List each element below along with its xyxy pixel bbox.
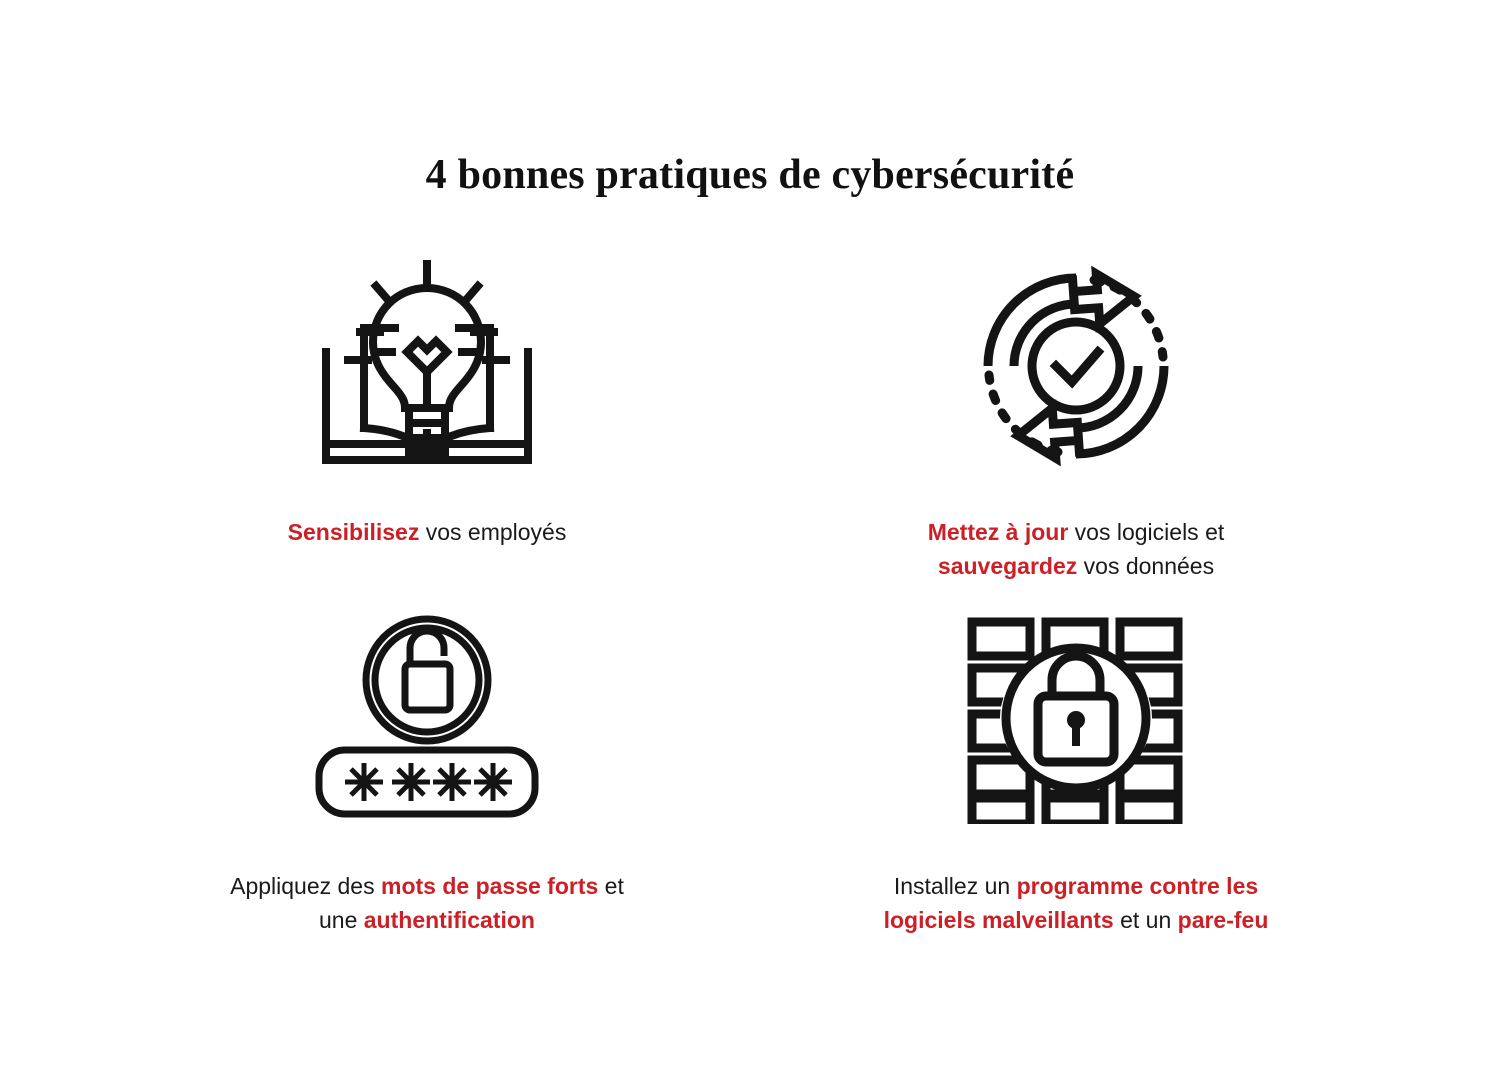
caption-highlight-2: sauvegardez <box>937 553 1078 580</box>
practice-caption-awareness: Sensibilisez vos employés <box>288 515 567 549</box>
page-title: 4 bonnes pratiques de cybersécurité <box>425 152 1075 198</box>
caption-plain-2: et une <box>319 873 624 934</box>
brick <box>967 617 1034 660</box>
practice-card-updates: Mettez à jour vos logiciels et sauvegard… <box>750 258 1400 610</box>
ray-right <box>460 279 484 306</box>
sync-check-icon <box>961 258 1191 473</box>
caption-highlight-2: pare-feu <box>1177 907 1269 934</box>
asterisk-1 <box>345 762 383 801</box>
caption-plain: vos employés <box>419 519 567 545</box>
check-mark <box>1049 345 1105 389</box>
caption-highlight: Sensibilisez <box>287 519 420 545</box>
firewall-lock-icon <box>961 610 1191 825</box>
password-unlock-icon <box>312 610 542 825</box>
practice-caption-firewall: Installez un programme contre les logici… <box>861 869 1291 937</box>
brick <box>1041 793 1108 824</box>
arrow-head-top <box>1067 265 1142 333</box>
caption-highlight-2: authentification <box>363 907 535 934</box>
brick <box>967 709 1034 752</box>
heart-filament <box>401 334 453 378</box>
asterisk-2 <box>392 762 430 801</box>
outer-arc-top-left <box>983 273 1077 366</box>
check-circle <box>1027 317 1125 414</box>
caption-highlight-1: Mettez à jour <box>927 519 1069 545</box>
padlock-shackle-open <box>406 627 448 664</box>
book-inner-left <box>360 323 399 432</box>
inner-circle <box>371 624 483 735</box>
padlock-body <box>1033 691 1118 766</box>
asterisk-3 <box>433 762 471 801</box>
brick <box>1115 793 1182 824</box>
practice-caption-updates: Mettez à jour vos logiciels et sauvegard… <box>861 515 1291 583</box>
inner-arc-bottom <box>1075 365 1143 432</box>
password-field <box>315 746 539 817</box>
caption-highlight-1: mots de passe forts <box>381 873 599 899</box>
keyhole-circle <box>1066 710 1085 729</box>
caption-highlight-1: programme contre les logiciels malveilla… <box>883 873 1259 934</box>
brick <box>967 793 1034 824</box>
practice-grid: Sensibilisez vos employés <box>100 258 1400 958</box>
book-inner-right <box>455 323 494 432</box>
brick <box>1115 617 1182 660</box>
practice-card-firewall: Installez un programme contre les logici… <box>750 610 1400 958</box>
outer-circle <box>362 615 492 744</box>
padlock-body <box>401 660 454 713</box>
caption-plain-2: et un <box>1113 907 1178 934</box>
inner-arc-top <box>1009 299 1077 366</box>
book-base-bar <box>322 439 532 464</box>
practice-caption-passwords: Appliquez des mots de passe forts et une… <box>212 869 642 937</box>
caption-plain-1: Appliquez des <box>230 873 381 899</box>
caption-plain-1: vos logiciels et <box>1068 519 1225 545</box>
outer-arc-bottom-right <box>1075 365 1169 458</box>
caption-plain-2: vos données <box>1077 553 1215 580</box>
ray-left <box>370 279 394 306</box>
caption-plain-1: Installez un <box>893 873 1017 899</box>
book-lightbulb-icon <box>312 258 542 473</box>
asterisk-group <box>345 762 512 801</box>
circle-overlay <box>1001 643 1150 792</box>
asterisk-4 <box>474 762 512 801</box>
padlock-shackle-closed <box>1047 651 1104 696</box>
arrow-head-bottom <box>1010 398 1085 466</box>
practice-card-awareness: Sensibilisez vos employés <box>100 258 750 610</box>
practice-card-passwords: Appliquez des mots de passe forts et une… <box>100 610 750 958</box>
